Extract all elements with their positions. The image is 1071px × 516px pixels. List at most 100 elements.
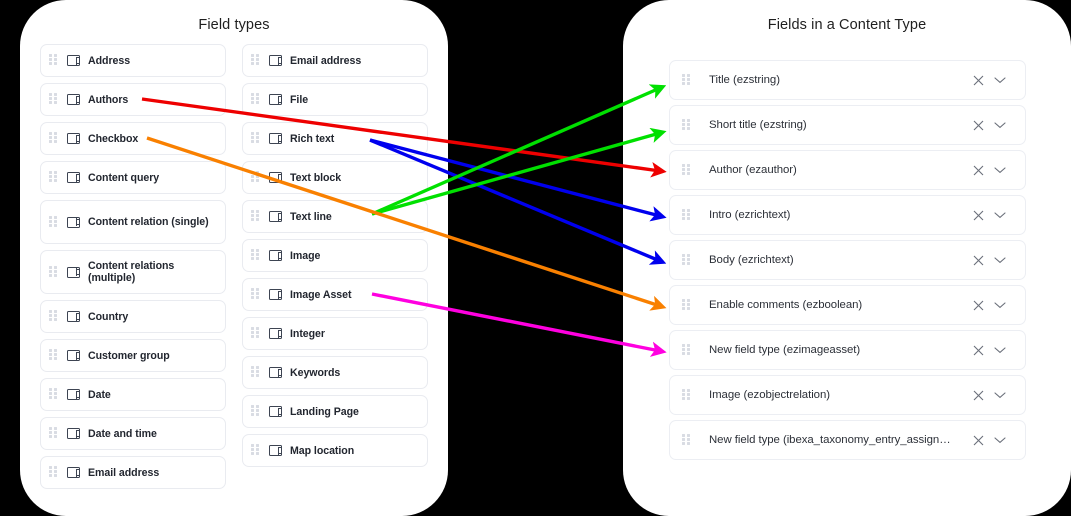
remove-icon[interactable] [967, 429, 989, 451]
field-type-label: Content relation (single) [88, 216, 209, 228]
field-type-card[interactable]: Content relation (single) [40, 200, 226, 244]
drag-handle-icon[interactable] [682, 343, 691, 357]
chevron-down-icon[interactable] [989, 294, 1011, 316]
content-type-field-row[interactable]: Author (ezauthor) [669, 150, 1026, 190]
remove-icon[interactable] [967, 339, 989, 361]
remove-icon[interactable] [967, 249, 989, 271]
chevron-down-icon[interactable] [989, 249, 1011, 271]
drag-handle-icon[interactable] [49, 466, 58, 479]
drag-handle-icon[interactable] [49, 349, 58, 362]
field-type-label: Text line [290, 210, 332, 223]
field-type-icon [67, 428, 80, 439]
drag-handle-icon[interactable] [682, 208, 691, 222]
remove-icon[interactable] [967, 159, 989, 181]
drag-handle-icon[interactable] [49, 265, 58, 279]
field-type-card[interactable]: Country [40, 300, 226, 333]
field-type-icon [269, 328, 282, 339]
content-type-field-row[interactable]: New field type (ibexa_taxonomy_entry_ass… [669, 420, 1026, 460]
field-type-card[interactable]: Integer [242, 317, 428, 350]
field-type-icon [67, 266, 80, 278]
field-type-icon [269, 55, 282, 66]
drag-handle-icon[interactable] [682, 163, 691, 177]
field-type-label: Authors [88, 93, 129, 106]
drag-handle-icon[interactable] [682, 388, 691, 402]
drag-handle-icon[interactable] [251, 444, 260, 457]
chevron-down-icon[interactable] [989, 384, 1011, 406]
drag-handle-icon[interactable] [49, 388, 58, 401]
drag-handle-icon[interactable] [251, 171, 260, 184]
field-type-label: Text block [290, 171, 342, 184]
field-type-label: Email address [290, 54, 362, 67]
field-type-icon [269, 367, 282, 378]
drag-handle-icon[interactable] [251, 54, 260, 67]
drag-handle-icon[interactable] [682, 118, 691, 132]
drag-handle-icon[interactable] [49, 93, 58, 106]
drag-handle-icon[interactable] [49, 132, 58, 145]
chevron-down-icon[interactable] [989, 114, 1011, 136]
field-type-card[interactable]: Email address [40, 456, 226, 489]
remove-icon[interactable] [967, 204, 989, 226]
content-type-field-row[interactable]: Intro (ezrichtext) [669, 195, 1026, 235]
field-type-card[interactable]: Authors [40, 83, 226, 116]
content-type-field-row[interactable]: New field type (ezimageasset) [669, 330, 1026, 370]
remove-icon[interactable] [967, 114, 989, 136]
field-type-card[interactable]: Image Asset [242, 278, 428, 311]
field-type-icon [269, 289, 282, 300]
field-type-card[interactable]: Checkbox [40, 122, 226, 155]
drag-handle-icon[interactable] [682, 73, 691, 87]
field-type-card[interactable]: Customer group [40, 339, 226, 372]
drag-handle-icon[interactable] [49, 310, 58, 323]
drag-handle-icon[interactable] [49, 215, 58, 229]
drag-handle-icon[interactable] [251, 210, 260, 223]
field-type-label: Country [88, 310, 129, 323]
content-type-field-row[interactable]: Image (ezobjectrelation) [669, 375, 1026, 415]
drag-handle-icon[interactable] [251, 327, 260, 340]
chevron-down-icon[interactable] [989, 339, 1011, 361]
remove-icon[interactable] [967, 294, 989, 316]
chevron-down-icon[interactable] [989, 159, 1011, 181]
drag-handle-icon[interactable] [251, 249, 260, 262]
drag-handle-icon[interactable] [251, 366, 260, 379]
remove-icon[interactable] [967, 384, 989, 406]
field-type-label: Integer [290, 327, 325, 340]
field-type-card[interactable]: Image [242, 239, 428, 272]
drag-handle-icon[interactable] [682, 298, 691, 312]
drag-handle-icon[interactable] [251, 405, 260, 418]
field-type-card[interactable]: Address [40, 44, 226, 77]
content-type-field-row[interactable]: Body (ezrichtext) [669, 240, 1026, 280]
drag-handle-icon[interactable] [251, 132, 260, 145]
chevron-down-icon[interactable] [989, 429, 1011, 451]
field-type-card[interactable]: Content relations (multiple) [40, 250, 226, 294]
remove-icon[interactable] [967, 69, 989, 91]
field-type-card[interactable]: Date and time [40, 417, 226, 450]
field-type-card[interactable]: Map location [242, 434, 428, 467]
field-type-card[interactable]: Rich text [242, 122, 428, 155]
content-type-field-row[interactable]: Title (ezstring) [669, 60, 1026, 100]
field-type-card[interactable]: Date [40, 378, 226, 411]
field-type-label: Date [88, 388, 111, 401]
drag-handle-icon[interactable] [682, 253, 691, 267]
content-type-field-label: Enable comments (ezboolean) [709, 299, 863, 311]
drag-handle-icon[interactable] [251, 288, 260, 301]
field-type-card[interactable]: Text block [242, 161, 428, 194]
field-type-card[interactable]: Text line [242, 200, 428, 233]
drag-handle-icon[interactable] [49, 427, 58, 440]
chevron-down-icon[interactable] [989, 204, 1011, 226]
field-type-card[interactable]: File [242, 83, 428, 116]
content-type-field-row[interactable]: Enable comments (ezboolean) [669, 285, 1026, 325]
field-type-card[interactable]: Keywords [242, 356, 428, 389]
field-type-icon [269, 406, 282, 417]
chevron-down-icon[interactable] [989, 69, 1011, 91]
drag-handle-icon[interactable] [49, 171, 58, 184]
field-types-panel-title: Field types [198, 17, 270, 33]
field-type-card[interactable]: Email address [242, 44, 428, 77]
content-type-field-label: Author (ezauthor) [709, 164, 797, 176]
content-type-field-row[interactable]: Short title (ezstring) [669, 105, 1026, 145]
drag-handle-icon[interactable] [49, 54, 58, 67]
drag-handle-icon[interactable] [682, 433, 691, 447]
drag-handle-icon[interactable] [251, 93, 260, 106]
field-type-label: Content query [88, 171, 160, 184]
field-type-card[interactable]: Landing Page [242, 395, 428, 428]
field-type-card[interactable]: Content query [40, 161, 226, 194]
